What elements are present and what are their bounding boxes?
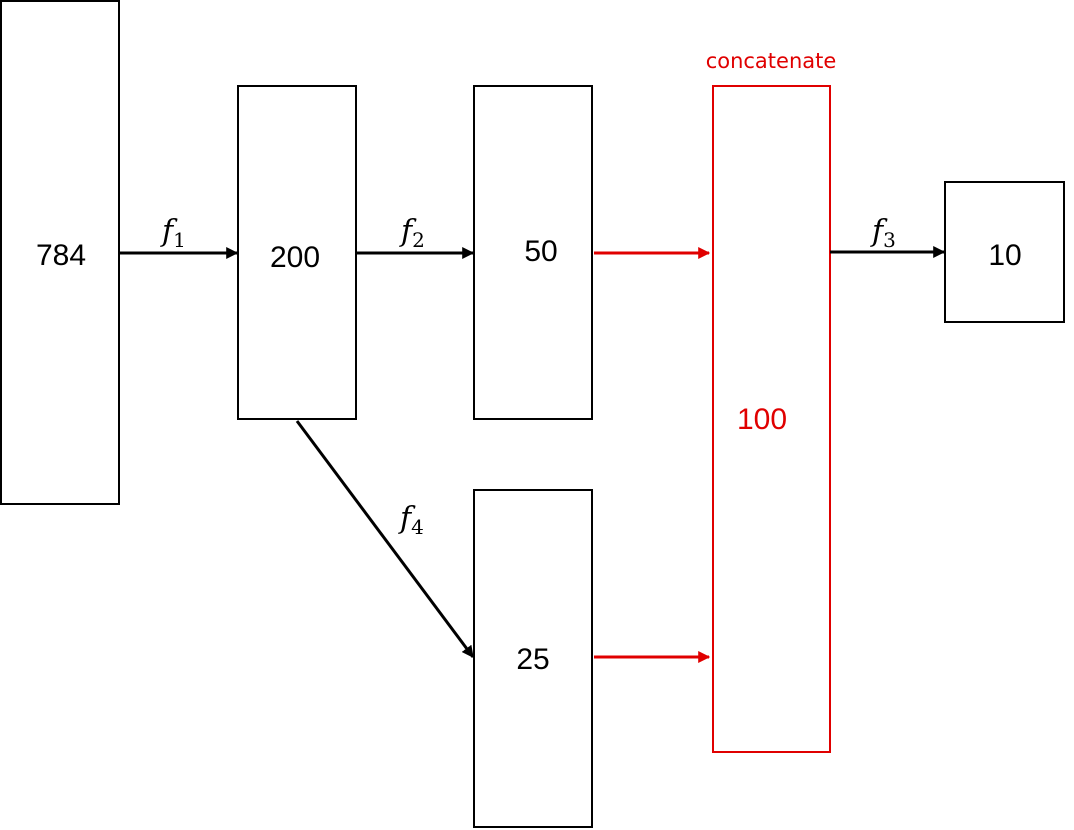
concat-layer-box [712,85,831,753]
f1-label: f1 [160,214,186,252]
f4-label: f4 [398,501,424,539]
input-layer-box [0,0,120,505]
input-layer-label: 784 [36,239,86,272]
arrow-f4 [295,420,475,658]
hidden-layer-2-label: 50 [524,235,557,268]
concat-layer-label: 100 [737,403,787,436]
concatenate-note: concatenate [706,49,837,73]
hidden-layer-3-label: 25 [516,643,549,676]
f2-label: f2 [399,214,425,252]
f3-label: f3 [870,214,896,252]
hidden-layer-3-box [473,489,593,828]
output-layer-label: 10 [988,239,1021,272]
hidden-layer-1-label: 200 [270,241,320,274]
